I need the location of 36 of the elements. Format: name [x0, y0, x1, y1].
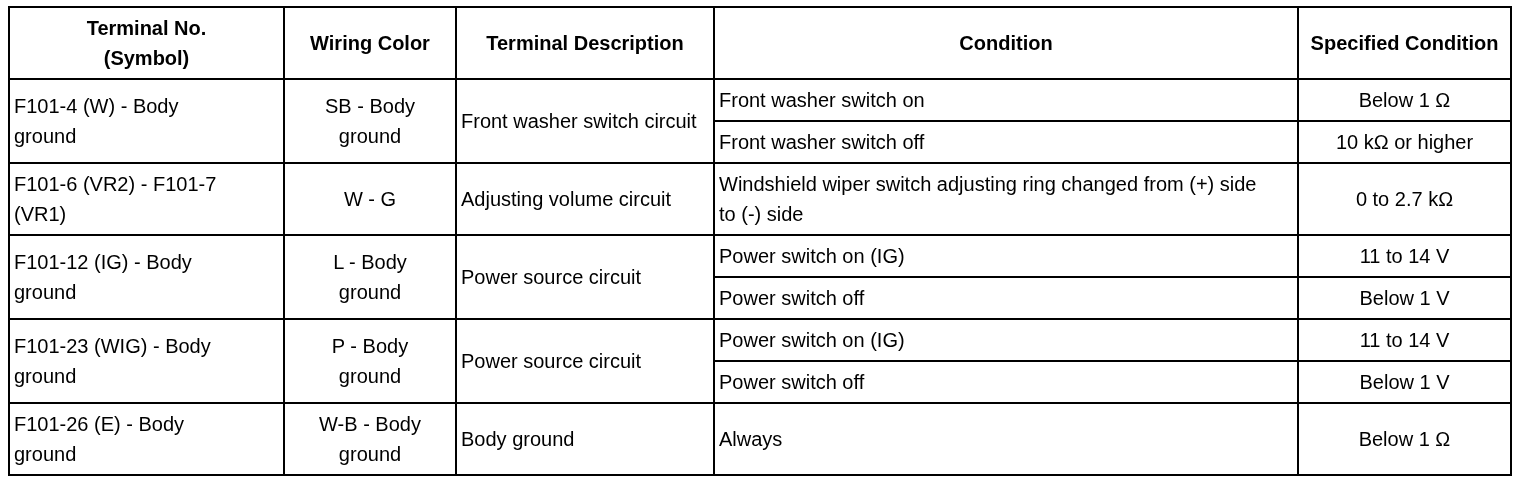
- column-header: Terminal No. (Symbol): [85, 16, 208, 71]
- table-cell-text: Power source circuit: [461, 265, 642, 290]
- table-cell-text: Below 1 Ω: [1358, 88, 1451, 113]
- table-cell-text: Below 1 Ω: [1358, 427, 1451, 452]
- table-cell-text: Body ground: [461, 427, 575, 452]
- table-cell-text: Power source circuit: [461, 349, 642, 374]
- table-cell-text: Below 1 V: [1359, 370, 1450, 395]
- column-header: Condition: [959, 31, 1053, 56]
- table-cell-text: Power switch off: [719, 370, 865, 395]
- table-cell-text: W-B - Body ground: [318, 412, 422, 467]
- table-cell-text: 0 to 2.7 kΩ: [1355, 187, 1454, 212]
- table-cell-text: F101-23 (WIG) - Body ground: [14, 334, 212, 389]
- table-cell-text: Front washer switch circuit: [461, 109, 697, 134]
- table-cell-text: Front washer switch on: [719, 88, 925, 113]
- table-cell-text: P - Body ground: [330, 334, 410, 389]
- table-cell-text: SB - Body ground: [323, 94, 416, 149]
- table-cell-text: L - Body ground: [332, 250, 408, 305]
- table-cell-text: Power switch off: [719, 286, 865, 311]
- table-cell-text: 11 to 14 V: [1359, 244, 1450, 269]
- table-cell-text: W - G: [343, 187, 397, 212]
- table-cell-text: Windshield wiper switch adjusting ring changed from (+) side to (-) side: [719, 172, 1258, 227]
- table-cell-text: 11 to 14 V: [1359, 328, 1450, 353]
- column-header: Specified Condition: [1310, 31, 1499, 56]
- column-header: Terminal Description: [486, 31, 684, 56]
- table-cell-text: F101-6 (VR2) - F101-7 (VR1): [14, 172, 218, 227]
- table-cell-text: Below 1 V: [1359, 286, 1450, 311]
- table-cell-text: Power switch on (IG): [719, 328, 905, 353]
- table-cell-text: F101-12 (IG) - Body ground: [14, 250, 193, 305]
- table-cell-text: Adjusting volume circuit: [461, 187, 672, 212]
- table-cell-text: F101-4 (W) - Body ground: [14, 94, 180, 149]
- column-header: Wiring Color: [310, 31, 430, 56]
- table-cell-text: Always: [719, 427, 783, 452]
- table-cell-text: 10 kΩ or higher: [1335, 130, 1474, 155]
- table-cell-text: Front washer switch off: [719, 130, 925, 155]
- table-cell-text: F101-26 (E) - Body ground: [14, 412, 186, 467]
- table-cell-text: Power switch on (IG): [719, 244, 905, 269]
